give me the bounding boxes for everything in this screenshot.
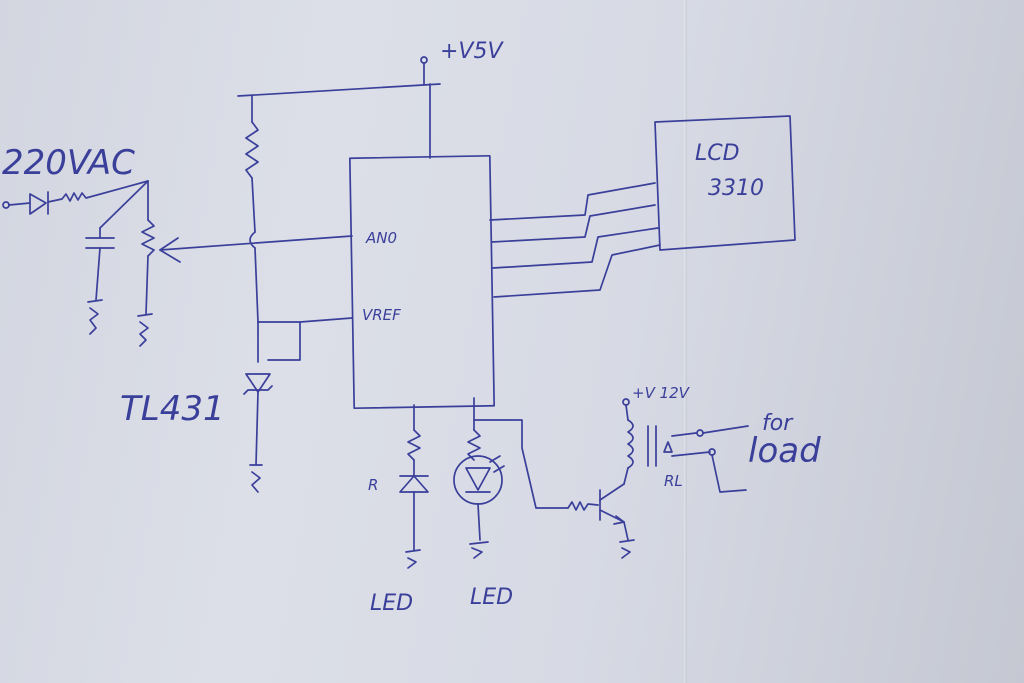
lcd-title-label: LCD (695, 141, 740, 166)
supply-5v-node (237, 56, 441, 159)
smoothing-capacitor (85, 180, 149, 335)
top-resistor (245, 95, 259, 323)
microcontroller-box (348, 154, 496, 410)
led-right-branch (453, 397, 505, 559)
vref-wire (257, 317, 353, 323)
relay-driver-wire (473, 419, 599, 511)
tl431-regulator-symbol (243, 321, 273, 493)
potentiometer (137, 180, 155, 347)
tl431-label: TL431 (120, 389, 225, 429)
relay-coil (622, 398, 657, 485)
lcd-data-bus (489, 182, 661, 298)
ac-input-diode (2, 180, 149, 215)
ac-input-label: 220VAC (2, 143, 135, 183)
tl431-ref-wire (267, 321, 301, 361)
relay-contacts (663, 425, 749, 493)
led-left-branch (399, 404, 429, 569)
relay-label: RL (664, 472, 683, 490)
an0-signal-wire (159, 235, 353, 263)
pin-vref-label: VREF (362, 306, 401, 324)
led-left-label: LED (370, 591, 413, 616)
load-label: load (748, 431, 821, 471)
supply-12v-label: +V 12V (632, 384, 691, 402)
npn-transistor-symbol (599, 483, 635, 559)
pin-an0-label: AN0 (365, 229, 397, 247)
paper-fold-crease (684, 0, 687, 683)
resistor-mark-label: R (368, 476, 378, 494)
lcd-model-label: 3310 (708, 176, 764, 201)
lcd-module-box (654, 115, 796, 251)
for-label: for (762, 411, 794, 436)
supply-5v-label: +V5V (440, 39, 504, 64)
led-right-label: LED (470, 585, 513, 610)
